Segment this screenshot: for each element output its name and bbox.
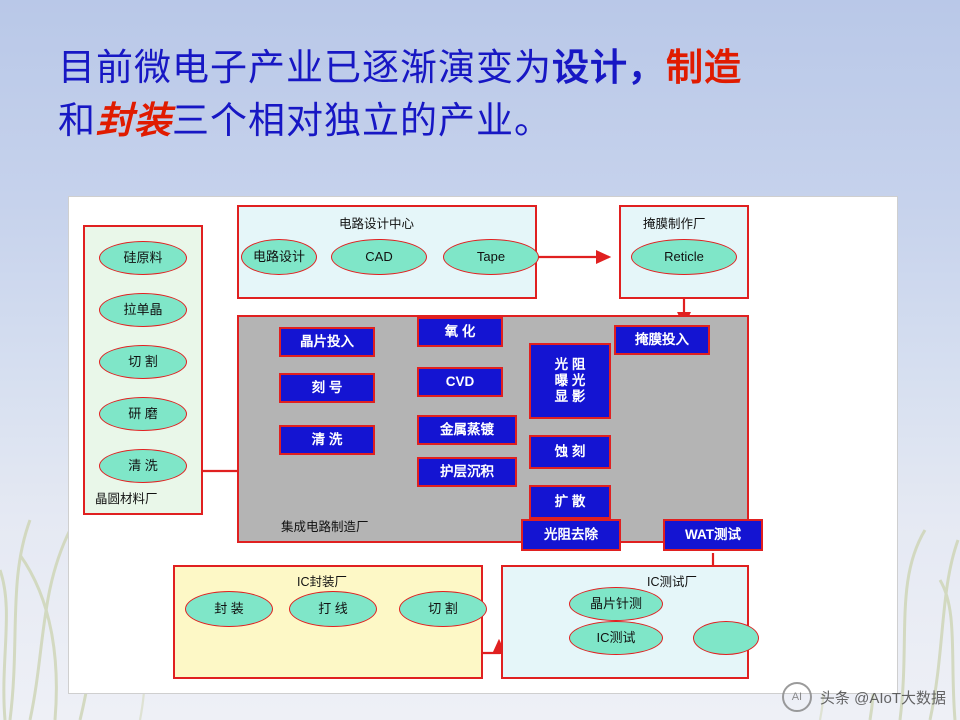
watermark: AI 头条 @AIoT大数据 — [781, 682, 946, 712]
node-circuit-design[interactable]: 电路设计 — [241, 239, 317, 275]
title-text-bold: 设计 — [552, 47, 628, 88]
node-cad[interactable]: CAD — [331, 239, 427, 275]
group-label-testing: IC测试厂 — [647, 575, 698, 589]
node-mask-input[interactable]: 掩膜投入 — [614, 325, 710, 355]
process-flow-diagram: 晶圆材料厂 硅原料 拉单晶 切 割 研 磨 清 洗 电路设计中心 电路设计 CA… — [68, 196, 898, 694]
node-wafer-cutting[interactable]: 切 割 — [99, 345, 187, 379]
node-wire-bonding[interactable]: 打 线 — [289, 591, 377, 627]
node-cleaning[interactable]: 清 洗 — [279, 425, 375, 455]
title-line2-suffix: 三个相对独立的产业。 — [172, 99, 552, 141]
watermark-logo-icon: AI — [781, 682, 812, 712]
node-passivation[interactable]: 护层沉积 — [417, 457, 517, 487]
node-photoresist-expose-develop[interactable]: 光 阻 曝 光 显 影 — [529, 343, 611, 419]
node-photoresist-removal[interactable]: 光阻去除 — [521, 519, 621, 551]
node-diffusion[interactable]: 扩 散 — [529, 485, 611, 519]
title-line2-prefix: 和 — [58, 99, 96, 141]
node-silicon-raw-material[interactable]: 硅原料 — [99, 241, 187, 275]
node-wafer-cleaning[interactable]: 清 洗 — [99, 449, 187, 483]
node-tape[interactable]: Tape — [443, 239, 539, 275]
title-line-2: 和封装三个相对独立的产业。 — [58, 95, 918, 148]
title-text-red: 制造 — [666, 47, 742, 88]
node-marking[interactable]: 刻 号 — [279, 373, 375, 403]
group-label-wafer: 晶圆材料厂 — [95, 492, 158, 506]
group-label-design: 电路设计中心 — [339, 217, 415, 231]
title-line-1: 目前微电子产业已逐渐演变为设计，制造 — [58, 42, 918, 95]
node-dicing[interactable]: 切 割 — [399, 591, 487, 627]
slide-title: 目前微电子产业已逐渐演变为设计，制造 和封装三个相对独立的产业。 — [58, 42, 918, 147]
node-packaging[interactable]: 封 装 — [185, 591, 273, 627]
node-grinding[interactable]: 研 磨 — [99, 397, 187, 431]
group-label-mask: 掩膜制作厂 — [643, 217, 706, 231]
node-wat-test[interactable]: WAT测试 — [663, 519, 763, 551]
title-text-red-italic: 封装 — [96, 99, 172, 141]
title-comma: ， — [628, 47, 666, 88]
watermark-text: 头条 @AIoT大数据 — [819, 689, 946, 707]
node-crystal-pulling[interactable]: 拉单晶 — [99, 293, 187, 327]
node-wafer-probe-test[interactable]: 晶片针测 — [569, 587, 663, 621]
node-reticle[interactable]: Reticle — [631, 239, 737, 275]
group-label-packaging: IC封装厂 — [297, 575, 348, 589]
title-text-plain: 目前微电子产业已逐渐演变为 — [58, 47, 552, 88]
node-ic-test[interactable]: IC测试 — [569, 621, 663, 655]
node-etching[interactable]: 蚀 刻 — [529, 435, 611, 469]
node-wafer-input[interactable]: 晶片投入 — [279, 327, 375, 357]
node-metal-deposition[interactable]: 金属蒸镀 — [417, 415, 517, 445]
node-oxidation[interactable]: 氧 化 — [417, 317, 503, 347]
group-label-fab: 集成电路制造厂 — [281, 520, 369, 534]
node-cvd[interactable]: CVD — [417, 367, 503, 397]
node-test-output[interactable] — [693, 621, 759, 655]
